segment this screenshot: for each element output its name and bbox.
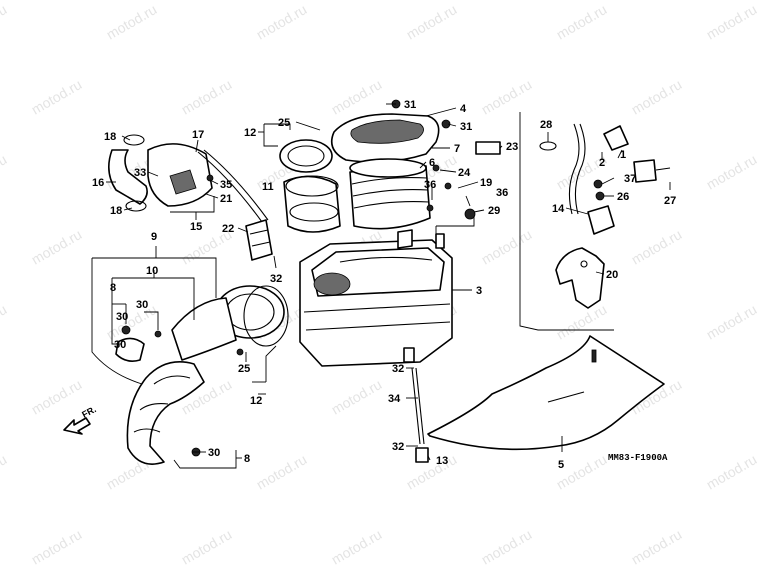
callout-30-a: 30 <box>136 299 148 311</box>
callout-16: 16 <box>92 177 104 189</box>
watermark-text: motod.ru <box>329 376 385 417</box>
connecting-tube-drawing <box>171 285 289 361</box>
callout-11: 11 <box>262 181 274 193</box>
callout-14: 14 <box>552 203 565 215</box>
base-plate-drawing <box>427 335 665 451</box>
watermark-text: motod.ru <box>29 226 85 267</box>
callout-30-d: 30 <box>208 447 220 459</box>
watermark-text: motod.ru <box>554 1 610 42</box>
callout-9: 9 <box>151 231 157 243</box>
callout-26: 26 <box>617 191 629 203</box>
watermark-text: motod.ru <box>629 76 685 117</box>
callout-10: 10 <box>146 265 158 277</box>
callout-15: 15 <box>190 221 202 233</box>
air-filter-element-drawing <box>349 158 431 230</box>
callout-30-c: 30 <box>114 339 126 351</box>
watermark-text: motod.ru <box>29 376 85 417</box>
callout-8-lower: 8 <box>244 453 250 465</box>
watermark-text: motod.ru <box>554 451 610 492</box>
callout-2: 2 <box>599 157 605 169</box>
watermark-text: motod.ru <box>0 151 9 192</box>
watermark-text: motod.ru <box>704 301 760 342</box>
watermark-text: motod.ru <box>479 76 535 117</box>
callout-4: 4 <box>460 103 467 115</box>
diagram-code: MM83-F1900A <box>608 453 668 463</box>
callout-24: 24 <box>458 167 471 179</box>
fuel-filter-drawing <box>539 125 671 183</box>
drain-tube-drawing <box>411 367 429 463</box>
callout-35: 35 <box>220 179 232 191</box>
callout-7: 7 <box>454 143 460 155</box>
watermark-text: motod.ru <box>29 526 85 567</box>
callout-31-right: 31 <box>460 121 472 133</box>
callout-30-b: 30 <box>116 311 128 323</box>
watermark-text: motod.ru <box>329 76 385 117</box>
callout-3: 3 <box>476 285 482 297</box>
callout-28: 28 <box>540 119 552 131</box>
callout-34: 34 <box>388 393 401 405</box>
callout-6: 6 <box>429 157 435 169</box>
callout-32-bottom: 32 <box>392 441 404 453</box>
watermark-text: motod.ru <box>179 526 235 567</box>
callout-32-left: 32 <box>270 273 282 285</box>
callout-5: 5 <box>558 459 564 471</box>
watermark-text: motod.ru <box>704 151 760 192</box>
callout-21: 21 <box>220 193 232 205</box>
air-cleaner-case-drawing <box>299 229 453 367</box>
leader-lines <box>91 103 671 469</box>
callout-18-upper: 18 <box>104 131 116 143</box>
callout-12-lower: 12 <box>250 395 262 407</box>
callout-13: 13 <box>436 455 448 467</box>
watermark-text: motod.ru <box>0 1 9 42</box>
callout-17: 17 <box>192 129 204 141</box>
watermark-text: motod.ru <box>554 301 610 342</box>
valve-drawing <box>568 123 615 235</box>
intake-funnel-drawing <box>279 139 341 233</box>
callout-36-right: 36 <box>496 187 508 199</box>
callout-labels: 1 2 3 4 5 6 7 8 8 9 10 11 12 12 13 14 15… <box>92 99 676 471</box>
callout-12-upper: 12 <box>244 127 256 139</box>
callout-27: 27 <box>664 195 676 207</box>
callout-8-upper: 8 <box>110 282 116 294</box>
callout-36-left: 36 <box>424 179 436 191</box>
elbow-duct-drawing <box>115 337 205 465</box>
watermark-text: motod.ru <box>479 226 535 267</box>
watermark-text: motod.ru <box>254 1 310 42</box>
callout-33: 33 <box>134 167 146 179</box>
callout-1: 1 <box>620 149 626 161</box>
watermark-text: motod.ru <box>29 76 85 117</box>
callout-25-upper: 25 <box>278 117 290 129</box>
watermark-text: motod.ru <box>0 301 9 342</box>
direction-label: FR. <box>80 404 97 420</box>
bracket-drawing <box>555 247 605 309</box>
air-cleaner-cover-drawing <box>330 113 440 163</box>
watermark-text: motod.ru <box>0 451 9 492</box>
watermark-text: motod.ru <box>629 226 685 267</box>
watermark-text: motod.ru <box>479 526 535 567</box>
watermark-text: motod.ru <box>404 1 460 42</box>
callout-22: 22 <box>222 223 234 235</box>
callout-19: 19 <box>480 177 492 189</box>
watermark-text: motod.ru <box>254 451 310 492</box>
watermark-text: motod.ru <box>179 76 235 117</box>
callout-25-lower: 25 <box>238 363 250 375</box>
watermark-text: motod.ru <box>704 1 760 42</box>
watermark-text: motod.ru <box>629 526 685 567</box>
watermark-text: motod.ru <box>704 451 760 492</box>
watermark-text: motod.ru <box>329 526 385 567</box>
callout-32-mid: 32 <box>392 363 404 375</box>
watermark-text: motod.ru <box>104 1 160 42</box>
callout-18-lower: 18 <box>110 205 122 217</box>
watermark-text: motod.ru <box>404 451 460 492</box>
breather-hose-drawing <box>108 134 269 223</box>
callout-20: 20 <box>606 269 618 281</box>
callout-37: 37 <box>624 173 636 185</box>
callout-31-top: 31 <box>404 99 416 111</box>
direction-arrow: FR. <box>63 404 98 435</box>
callout-23: 23 <box>506 141 518 153</box>
callout-29: 29 <box>488 205 500 217</box>
strap-drawing <box>245 219 273 261</box>
